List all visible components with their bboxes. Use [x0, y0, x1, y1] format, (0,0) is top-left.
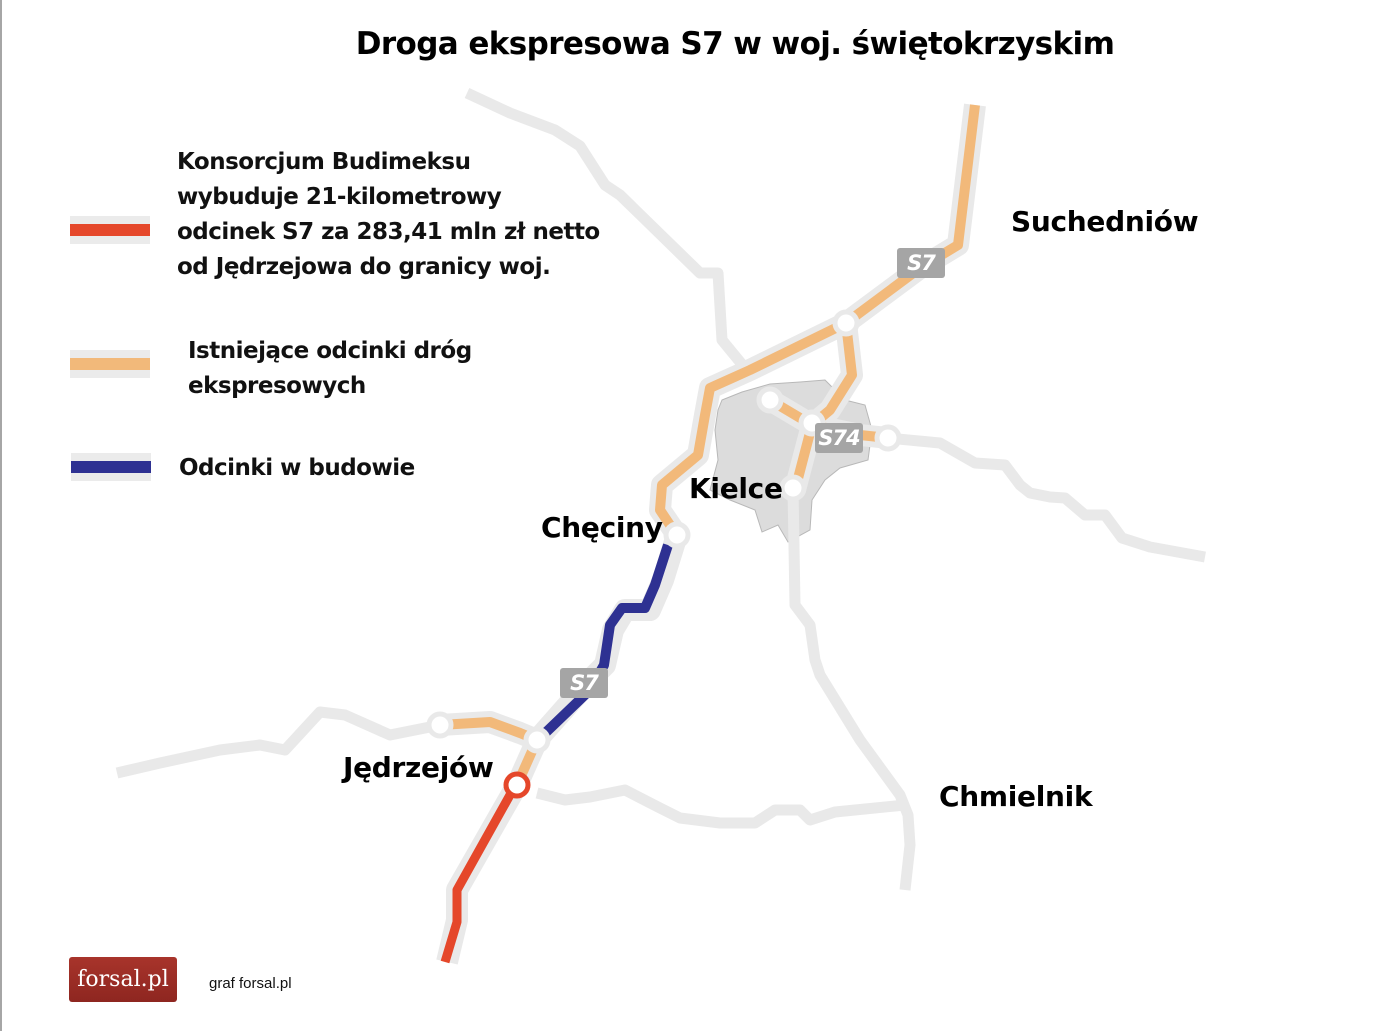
- graphic-credit: graf forsal.pl: [209, 975, 292, 992]
- city-label-chmielnik: Chmielnik: [939, 780, 1093, 813]
- junctions: [426, 309, 902, 754]
- city-label-suchedniow: Suchedniów: [1011, 205, 1199, 238]
- legend-construction-text: Odcinki w budowie: [179, 455, 415, 481]
- city-label-jedrzejow: Jędrzejów: [343, 751, 494, 784]
- shield-s7-south: S7: [560, 668, 608, 698]
- contract-section: [440, 792, 514, 964]
- legend-contract-text: Konsorcjum Budimeksu wybuduje 21-kilomet…: [177, 149, 600, 280]
- legend-existing-text: Istniejące odcinki dróg ekspresowych: [188, 338, 472, 399]
- city-label-kielce: Kielce: [689, 472, 783, 505]
- page-border: [0, 0, 2, 1031]
- jedrzejow-node: [503, 771, 531, 799]
- legend-swatch-existing: [70, 350, 150, 378]
- legend-swatch-contract: [70, 216, 150, 244]
- legend-swatch-construction: [71, 453, 151, 481]
- shield-s7-north: S7: [897, 248, 945, 278]
- shield-s74: S74: [815, 423, 863, 453]
- city-label-checiny: Chęciny: [541, 511, 663, 544]
- map-title: Droga ekspresowa S7 w woj. świętokrzyski…: [355, 26, 1115, 62]
- forsal-logo: forsal.pl: [69, 957, 177, 1002]
